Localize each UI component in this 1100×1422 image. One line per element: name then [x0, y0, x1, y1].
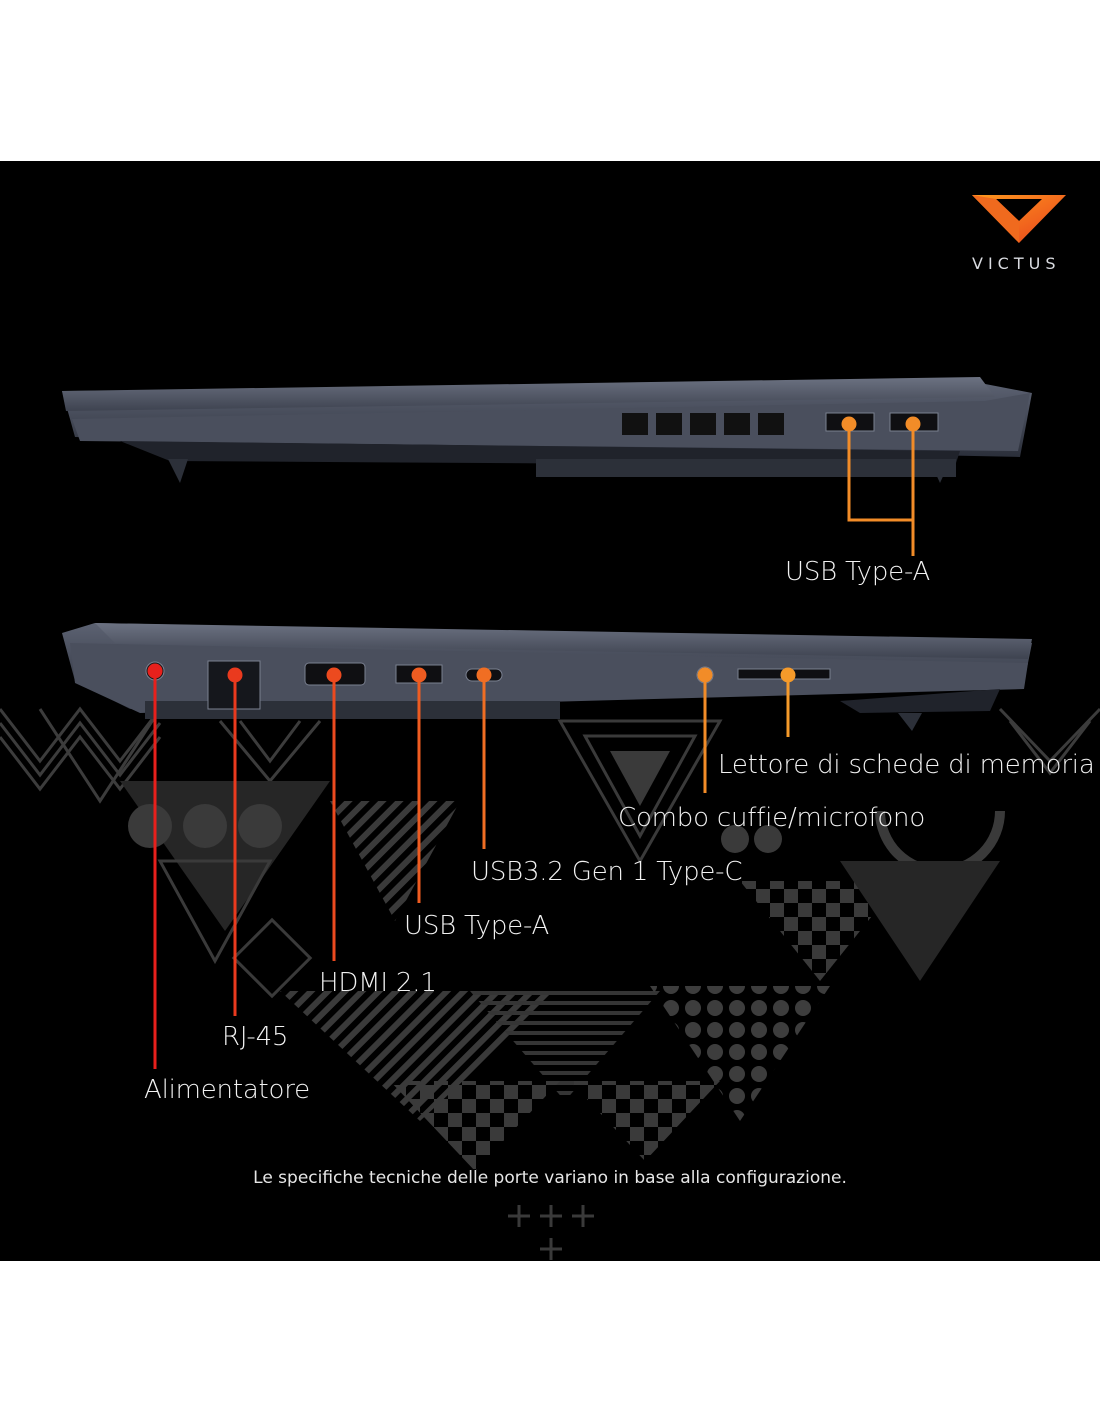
callout-usb-type-a-right: USB Type-A [785, 557, 931, 587]
hdmi-callout-line [326, 667, 342, 961]
callout-usb-type-a-left: USB Type-A [404, 911, 550, 941]
callout-rj45: RJ-45 [222, 1022, 289, 1052]
callout-usb-c: USB3.2 Gen 1 Type-C [471, 857, 743, 887]
audio-combo-callout-line [697, 667, 713, 793]
laptop-port-diagram [62, 377, 1032, 1069]
victus-v-logo-icon [972, 195, 1066, 243]
card-reader-callout-line [780, 667, 796, 737]
decorative-geometric-pattern [0, 706, 1100, 1260]
brand-wordmark: VICTUS [972, 254, 1061, 273]
usb-type-a-right-callout-line [841, 416, 921, 556]
alimentatore-callout-line [147, 663, 163, 1069]
callout-card-reader: Lettore di schede di memoria [718, 750, 1095, 780]
usb-c-callout-line [476, 667, 492, 849]
footnote: Le specifiche tecniche delle porte varia… [253, 1168, 847, 1188]
laptop-left-side-view [62, 623, 1032, 731]
callout-audio-combo: Combo cuffie/microfono [618, 803, 926, 833]
callout-hdmi: HDMI 2.1 [319, 968, 437, 998]
product-infographic: VICTUS [0, 161, 1100, 1261]
callout-alimentatore: Alimentatore [144, 1075, 310, 1105]
laptop-right-side-view [62, 377, 1032, 483]
rj45-callout-line [227, 667, 243, 1016]
usb-type-a-left-callout-line [411, 667, 427, 903]
